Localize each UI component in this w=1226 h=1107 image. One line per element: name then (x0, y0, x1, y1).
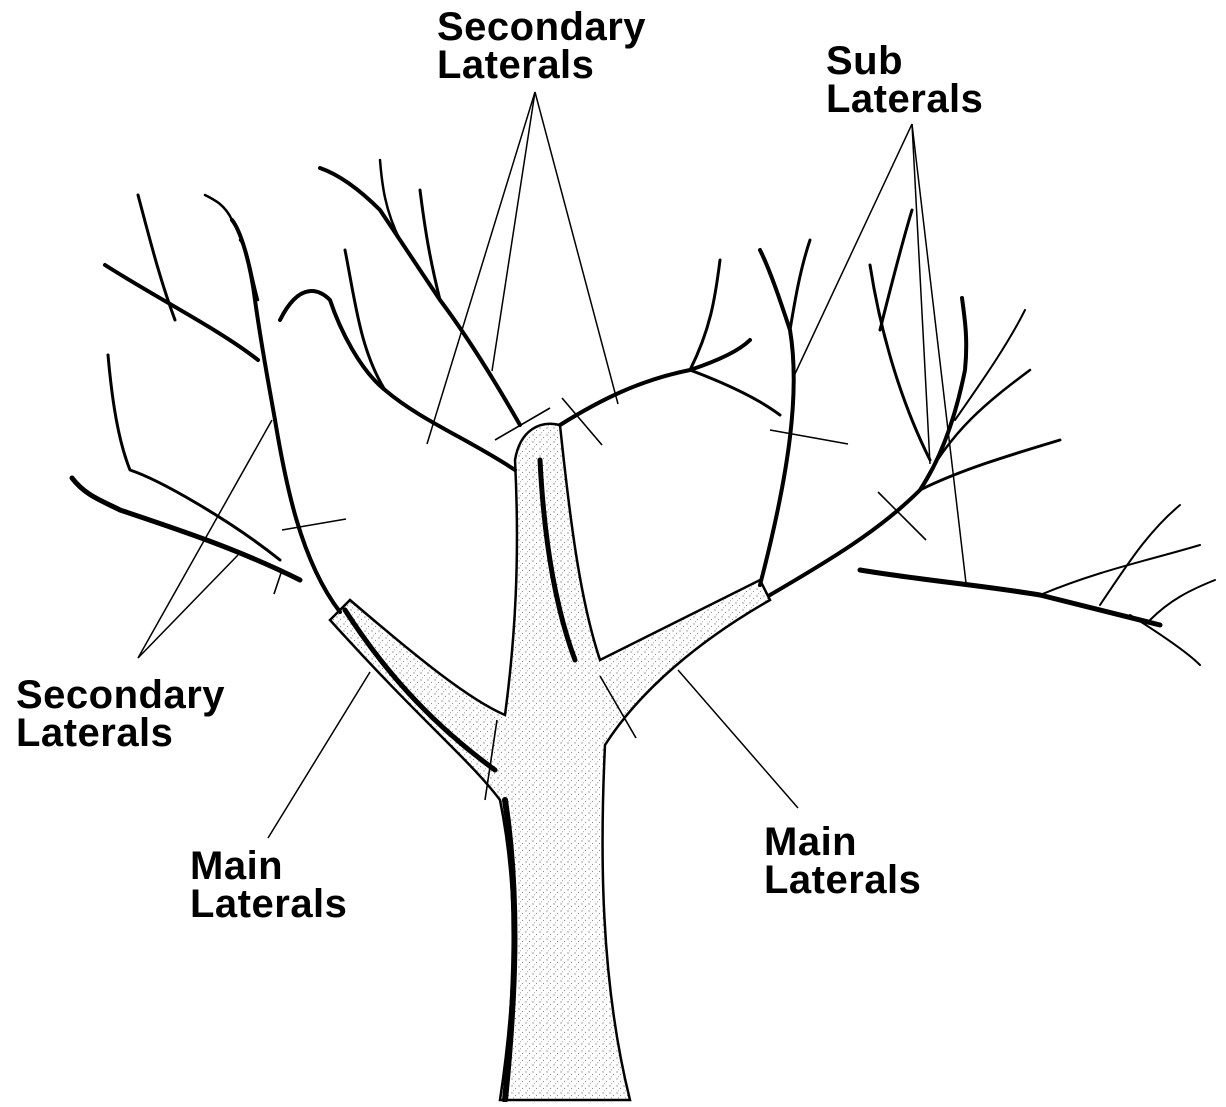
trunk (330, 424, 770, 1100)
main-laterals-label-right: Main Laterals (764, 823, 921, 899)
right-branches (760, 210, 1215, 665)
label-line: Laterals (190, 885, 347, 923)
label-line: Main (190, 847, 347, 885)
label-line: Sub (826, 42, 983, 80)
main-laterals-label-left: Main Laterals (190, 847, 347, 923)
label-line: Laterals (764, 861, 921, 899)
secondary-laterals-label-left: Secondary Laterals (16, 676, 225, 752)
left-branches (72, 195, 340, 612)
label-line: Main (764, 823, 921, 861)
center-branches (280, 160, 780, 470)
label-line: Laterals (16, 714, 225, 752)
label-line: Laterals (826, 80, 983, 118)
sub-laterals-label: Sub Laterals (826, 42, 983, 118)
label-line: Secondary (16, 676, 225, 714)
secondary-laterals-label-top: Secondary Laterals (437, 8, 646, 84)
label-line: Secondary (437, 8, 646, 46)
label-line: Laterals (437, 46, 646, 84)
